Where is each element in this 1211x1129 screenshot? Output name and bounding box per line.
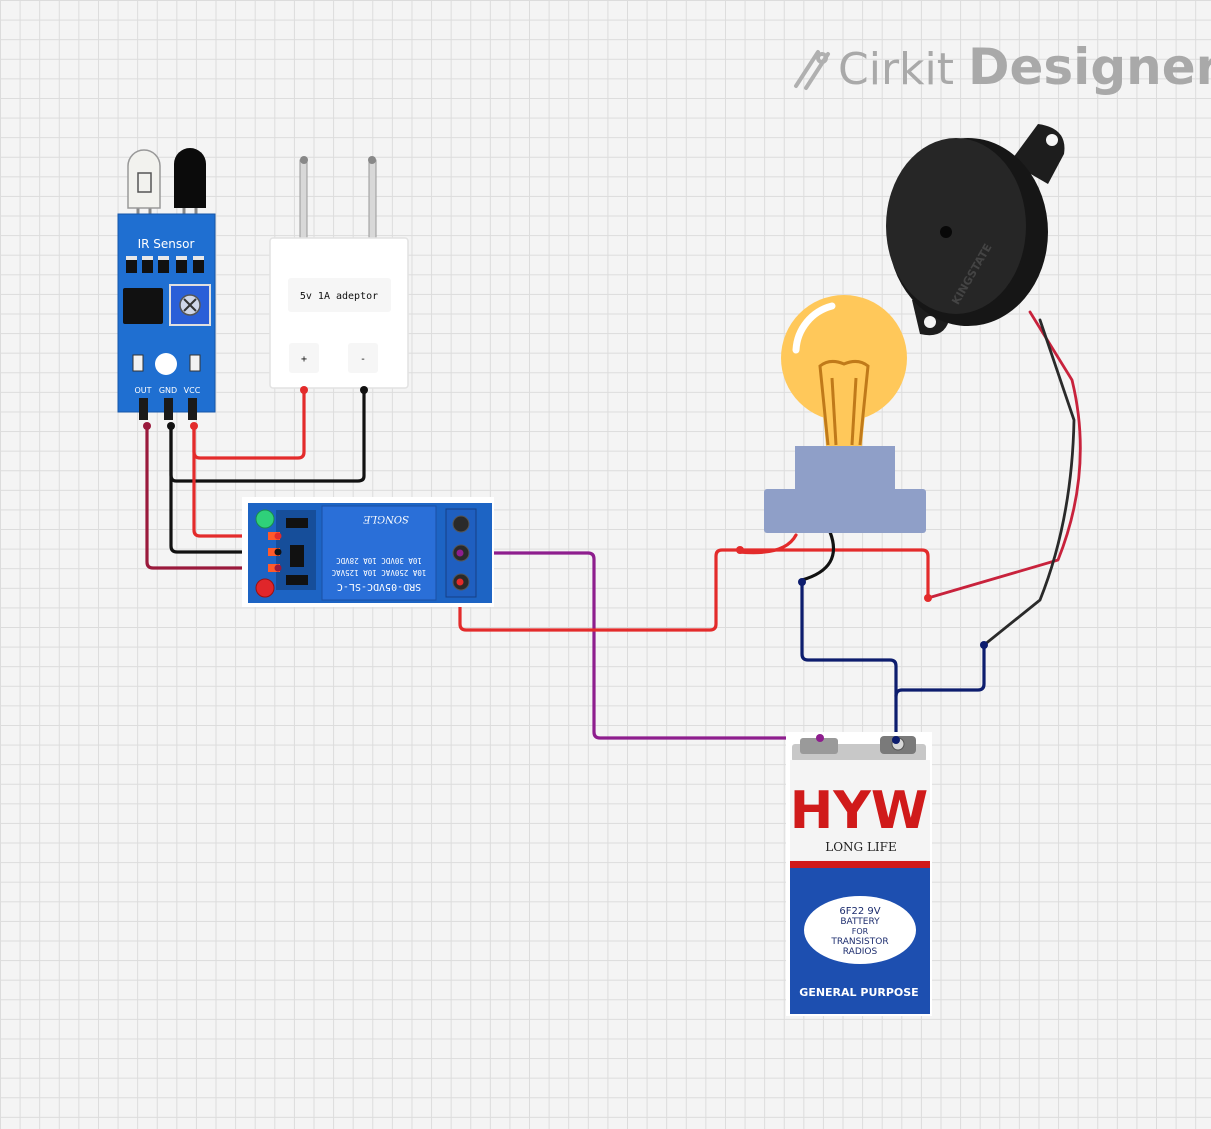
power-adapter[interactable]: 5v 1A adeptor + - <box>269 156 409 394</box>
pin-out[interactable] <box>143 422 151 430</box>
relay-pin-gnd[interactable] <box>274 548 282 556</box>
bulb-terminal-a[interactable] <box>736 546 744 554</box>
bulb-terminal-b[interactable] <box>798 578 806 586</box>
relay-rating-1: 10A 250VAC 10A 125VAC <box>332 568 427 577</box>
wire-gnd-to-relay[interactable] <box>169 426 280 554</box>
battery-brand: HYW <box>790 781 929 841</box>
cirkit-logo: Cirkit Designer <box>794 38 1211 96</box>
battery-spec-5: RADIOS <box>843 947 878 957</box>
ir-pin-label-out: OUT <box>134 386 151 395</box>
battery-neg-junction[interactable] <box>892 736 900 744</box>
ir-sensor-comparator-chip <box>123 288 163 324</box>
ir-sensor-potentiometer[interactable] <box>169 284 211 326</box>
wire-buzzer-red-lead[interactable] <box>926 310 1082 600</box>
wire-out-to-relay[interactable] <box>145 424 280 570</box>
ir-sensor-module[interactable]: IR Sensor OUT GND VCC <box>117 148 216 430</box>
battery-spec-4: TRANSISTOR <box>830 937 888 947</box>
ir-receiver-led <box>174 148 206 208</box>
battery-footer: GENERAL PURPOSE <box>799 986 918 999</box>
battery-spec-1: 6F22 9V <box>839 906 880 917</box>
bulb-base-neck <box>795 446 895 492</box>
battery-spec-2: BATTERY <box>840 917 880 927</box>
piezo-buzzer[interactable]: KINGSTATE <box>886 124 1065 649</box>
pin-gnd[interactable] <box>167 422 175 430</box>
battery-terminal-positive[interactable] <box>800 738 838 754</box>
relay-power-led <box>255 509 275 529</box>
buzzer-terminal[interactable] <box>980 641 988 649</box>
wire-bulb-black-lead[interactable] <box>800 530 836 582</box>
wires <box>145 310 1082 742</box>
relay-status-led <box>255 578 275 598</box>
adapter-label: 5v 1A adeptor <box>300 291 378 302</box>
ir-sensor-header-pins[interactable] <box>139 398 197 420</box>
adapter-prong-left <box>299 159 308 243</box>
relay-coil-cube <box>321 505 437 601</box>
wire-bulb-red-lead[interactable] <box>738 533 798 555</box>
wire-vcc-to-relay[interactable] <box>192 426 280 538</box>
ir-sensor-title: IR Sensor <box>138 237 195 251</box>
battery-pos-junction[interactable] <box>816 734 824 742</box>
relay-pin-vcc[interactable] <box>274 532 282 540</box>
wire-relay-no-to-bulb[interactable] <box>458 548 742 632</box>
battery-tagline: LONG LIFE <box>825 840 897 854</box>
pin-vcc[interactable] <box>190 422 198 430</box>
adapter-prong-right <box>368 159 377 243</box>
light-bulb[interactable] <box>736 295 932 602</box>
battery-spec-3: FOR <box>852 927 869 936</box>
wire-bulb-to-battery-neg[interactable] <box>800 580 898 742</box>
brand-product: Designer <box>968 38 1211 96</box>
ir-emitter-led <box>127 149 161 209</box>
adapter-plus-label: + <box>301 354 307 365</box>
relay-brand: SONGLE <box>362 513 408 524</box>
relay-model: SRD-05VDC-SL-C <box>337 581 421 592</box>
relay-rating-2: 10A 30VDC 10A 28VDC <box>336 556 422 565</box>
wire-buzzer-to-battery-neg[interactable] <box>894 643 986 698</box>
ir-pin-label-vcc: VCC <box>184 386 201 395</box>
cirkit-logo-icon <box>794 50 830 90</box>
buzzer-body-face <box>886 138 1026 314</box>
ir-sensor-smd-row <box>126 256 204 273</box>
battery-spec-oval <box>804 896 916 964</box>
bulb-highlight <box>792 302 836 354</box>
bulb-base <box>764 489 926 533</box>
relay-pin-in[interactable] <box>274 564 282 572</box>
bulb-glass <box>781 295 907 421</box>
wire-relay-com-to-battery[interactable] <box>458 551 822 740</box>
buzzer-junction[interactable] <box>924 594 932 602</box>
adapter-minus-label: - <box>360 354 366 365</box>
ir-pin-label-gnd: GND <box>159 386 177 395</box>
relay-header-pins[interactable] <box>268 532 280 572</box>
brand-name: Cirkit <box>838 44 954 95</box>
adapter-minus-terminal[interactable] <box>360 386 368 394</box>
adapter-plus-terminal[interactable] <box>300 386 308 394</box>
battery-9v[interactable]: HYW LONG LIFE 6F22 9V BATTERY FOR TRANSI… <box>786 732 932 1016</box>
bulb-filament <box>818 359 870 446</box>
relay-module[interactable]: SRD-05VDC-SL-C 10A 250VAC 10A 125VAC 10A… <box>242 497 494 607</box>
battery-label-top <box>790 760 930 868</box>
relay-terminal-nc[interactable] <box>452 515 470 533</box>
wire-buzzer-black-lead[interactable] <box>982 318 1076 647</box>
buzzer-sound-hole <box>940 226 952 238</box>
wire-bulb-to-buzzer[interactable] <box>738 548 930 600</box>
